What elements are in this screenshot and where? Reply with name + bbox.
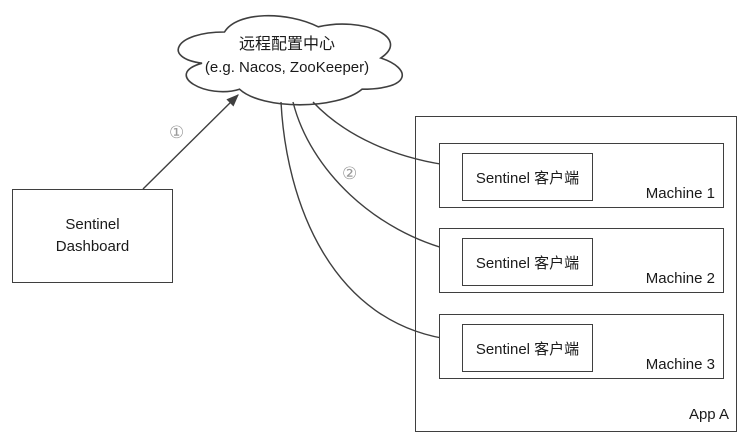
step-1-label: ① [169,123,185,142]
sentinel-client-label: Sentinel 客户端 [475,169,580,187]
machine-1-node: Sentinel 客户端 Machine 1 [439,143,724,208]
config-center-title: 远程配置中心 [238,36,335,53]
machine-2-node: Sentinel 客户端 Machine 2 [439,228,724,293]
config-center-label: 远程配置中心 (e.g. Nacos, ZooKeeper) [167,33,407,79]
step-2-label: ② [342,164,358,183]
arrow-dashboard-to-config-center [142,94,239,190]
sentinel-dashboard-node: Sentinel Dashboard [12,189,173,283]
arrow-config-center-to-machine-2 [292,101,456,254]
sentinel-client-box: Sentinel 客户端 [462,324,593,372]
dashboard-label-line1: Sentinel [65,216,120,233]
app-a-label: App A [688,406,729,423]
app-a-container: Sentinel 客户端 Machine 1 Sentinel 客户端 Mach… [415,116,737,432]
machine-2-label: Machine 2 [645,270,715,287]
sentinel-client-box: Sentinel 客户端 [462,238,593,286]
machine-3-label: Machine 3 [645,356,715,373]
arrow-config-center-to-machine-1 [312,101,456,170]
sentinel-client-label: Sentinel 客户端 [475,340,580,358]
sentinel-client-label: Sentinel 客户端 [475,254,580,272]
config-center-subtitle: (e.g. Nacos, ZooKeeper) [204,59,370,76]
sentinel-client-box: Sentinel 客户端 [462,153,593,201]
machine-3-node: Sentinel 客户端 Machine 3 [439,314,724,379]
arrow-config-center-to-machine-3 [280,101,456,344]
dashboard-label-line2: Dashboard [55,238,130,255]
machine-1-label: Machine 1 [645,185,715,202]
config-center-cloud [177,14,404,106]
